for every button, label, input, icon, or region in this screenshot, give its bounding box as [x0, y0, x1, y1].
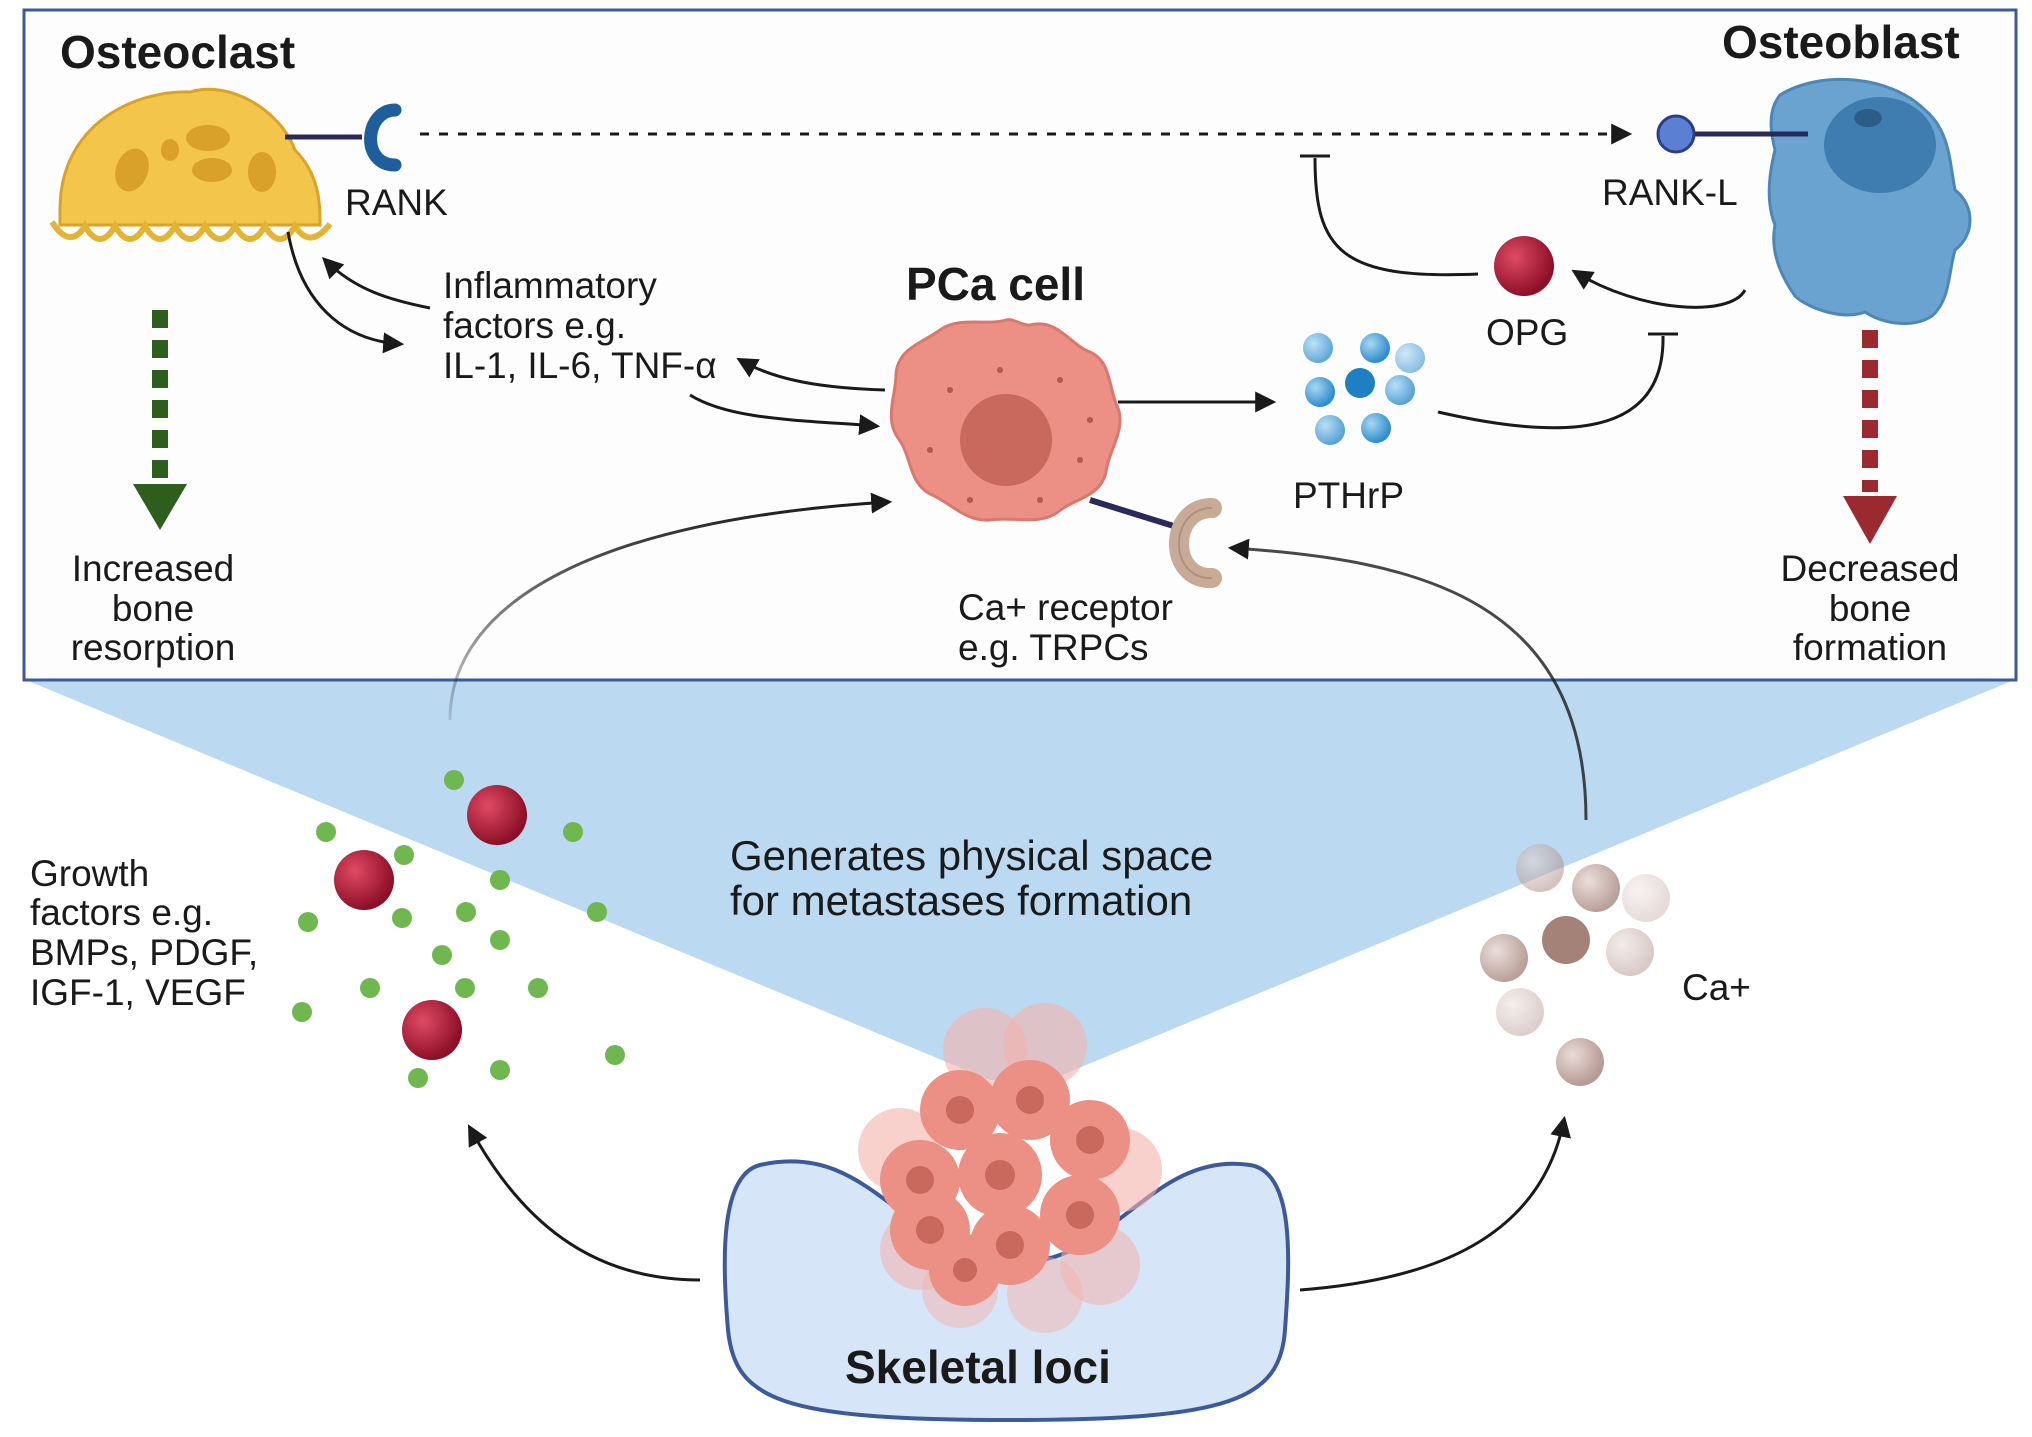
decreased-line-3: formation — [1793, 627, 1947, 668]
magnification-cone — [26, 680, 2014, 1080]
increased-arrowhead — [133, 484, 187, 530]
increased-line-3: resorption — [71, 627, 236, 668]
pthrp-inhibition-line — [1437, 335, 1665, 430]
pthrp-label: PTHrP — [1293, 475, 1404, 516]
growth-line-2: factors e.g. — [30, 892, 213, 933]
osteoblast-label: Osteoblast — [1722, 16, 1960, 68]
generates-line-2: for metastases formation — [730, 877, 1192, 924]
osteoblast-cell-icon — [1767, 77, 1972, 325]
growth-line-1: Growth — [30, 853, 149, 894]
pca-cell-icon — [889, 318, 1122, 522]
increased-line-1: Increased — [72, 548, 235, 589]
calcium-ions-icon — [1480, 844, 1670, 1086]
inflammatory-pca-arrow — [689, 393, 881, 436]
osteoclast-inflammatory-arrow — [286, 231, 405, 354]
decreased-arrowhead — [1843, 496, 1897, 544]
skeletal-ca-arrow — [1299, 1115, 1571, 1292]
rank-receptor-icon — [364, 103, 402, 172]
inflammatory-line-2: factors e.g. — [443, 305, 626, 346]
osteoclast-label: Osteoclast — [60, 26, 295, 78]
increased-line-2: bone — [112, 588, 194, 629]
ca-receptor-line-2: e.g. TRPCs — [958, 627, 1149, 668]
skeletal-loci-label: Skeletal loci — [845, 1341, 1111, 1393]
growth-line-4: IGF-1, VEGF — [30, 972, 246, 1013]
inflammatory-line-3: IL-1, IL-6, TNF-α — [443, 345, 717, 386]
ca-receptor-outline — [1178, 507, 1213, 580]
opg-label: OPG — [1486, 312, 1568, 353]
growth-factor-particles-icon — [292, 770, 625, 1088]
opg-inhibition-line — [1313, 157, 1479, 277]
inflammatory-line-1: Inflammatory — [443, 265, 657, 306]
rankl-label: RANK-L — [1602, 172, 1738, 213]
inflammatory-osteoclast-arrow — [322, 257, 431, 310]
decreased-line-2: bone — [1829, 588, 1911, 629]
ca-plus-label: Ca+ — [1682, 967, 1751, 1008]
ca-receptor-arc-arrow — [1227, 538, 1588, 821]
tumor-mass-icon — [858, 1003, 1162, 1333]
skeletal-growth-arrow — [467, 1124, 701, 1282]
decreased-line-1: Decreased — [1781, 548, 1960, 589]
ca-receptor-line-1: Ca+ receptor — [958, 587, 1173, 628]
osteoblast-opg-arrow — [1571, 269, 1747, 309]
osteoclast-cell-icon — [49, 87, 333, 242]
rankl-ligand-icon — [1656, 114, 1696, 154]
growth-line-3: BMPs, PDGF, — [30, 932, 258, 973]
generates-line-1: Generates physical space — [730, 832, 1213, 879]
pca-inflammatory-arrow — [736, 357, 886, 392]
pthrp-molecules-icon — [1303, 333, 1425, 445]
rank-label: RANK — [345, 182, 448, 223]
growth-pca-arc-arrow — [448, 492, 893, 721]
opg-protein-icon — [1494, 236, 1554, 296]
ca-receptor-stalk — [1089, 497, 1181, 531]
pca-cell-label: PCa cell — [906, 258, 1085, 310]
